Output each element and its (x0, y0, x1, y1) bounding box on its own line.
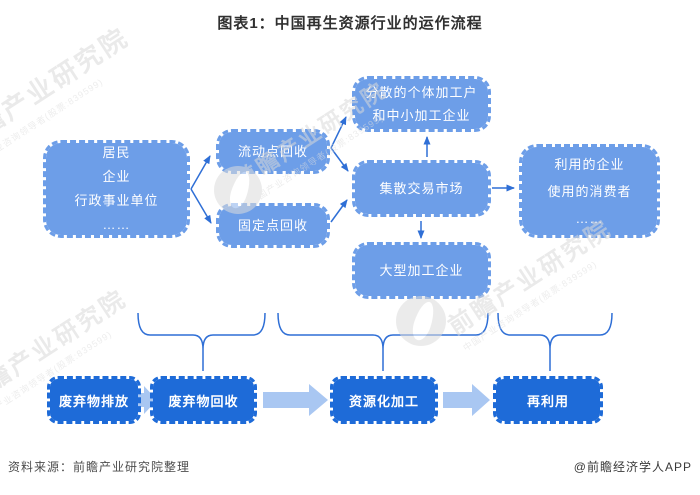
node-trade-market: 集散交易市场 (352, 160, 491, 217)
node-end-users: 利用的企业 使用的消费者 …… (519, 144, 660, 238)
node-fixed-recycle: 固定点回收 (216, 203, 330, 248)
block-arrows (136, 384, 490, 416)
node-source-line: 企业 (102, 169, 131, 184)
credit-note: @前瞻经济学人APP (573, 460, 692, 474)
block-arrow-2 (263, 384, 328, 416)
node-scattered-line: 和中小加工企业 (372, 108, 471, 123)
stage-waste-discharge: 废弃物排放 (47, 376, 141, 424)
block-arrow-3 (443, 384, 490, 416)
node-source-line: 行政事业单位 (74, 193, 159, 208)
stage-waste-recycle: 废弃物回收 (150, 376, 257, 424)
node-source-line: 居民 (102, 145, 131, 160)
block-arrow-1 (136, 386, 157, 414)
node-large-processors: 大型加工企业 (352, 242, 491, 299)
flow-arrows (190, 116, 515, 239)
node-mobile-recycle-label: 流动点回收 (237, 144, 308, 159)
brace-group (137, 312, 613, 371)
stage-resource-processing-label: 资源化加工 (348, 393, 419, 409)
node-end-users-line: 利用的企业 (554, 156, 625, 172)
node-mobile-recycle: 流动点回收 (216, 129, 330, 174)
node-scattered-line: 分散的个体加工户 (365, 85, 478, 100)
node-large-processors-label: 大型加工企业 (379, 263, 464, 278)
node-scattered-processors: 分散的个体加工户 和中小加工企业 (352, 76, 491, 132)
brace-reuse (497, 312, 613, 371)
node-end-users-line: 使用的消费者 (547, 183, 632, 199)
stage-reuse-label: 再利用 (526, 393, 569, 409)
brace-recycle (137, 312, 266, 371)
chart-title: 图表1：中国再生资源行业的运作流程 (217, 15, 483, 32)
stage-waste-recycle-label: 废弃物回收 (168, 393, 239, 409)
node-trade-market-label: 集散交易市场 (379, 181, 464, 196)
stage-reuse: 再利用 (493, 376, 603, 424)
stage-waste-discharge-label: 废弃物排放 (58, 393, 129, 409)
node-source-line: …… (102, 217, 131, 232)
source-note: 资料来源：前瞻产业研究院整理 (8, 460, 191, 474)
chart-footer: 资料来源：前瞻产业研究院整理 @前瞻经济学人APP (8, 458, 692, 475)
node-fixed-recycle-label: 固定点回收 (237, 218, 308, 233)
node-end-users-line: …… (575, 210, 604, 226)
brace-process (277, 312, 489, 371)
node-source: 居民 企业 行政事业单位 …… (43, 140, 190, 238)
stage-resource-processing: 资源化加工 (330, 376, 438, 424)
